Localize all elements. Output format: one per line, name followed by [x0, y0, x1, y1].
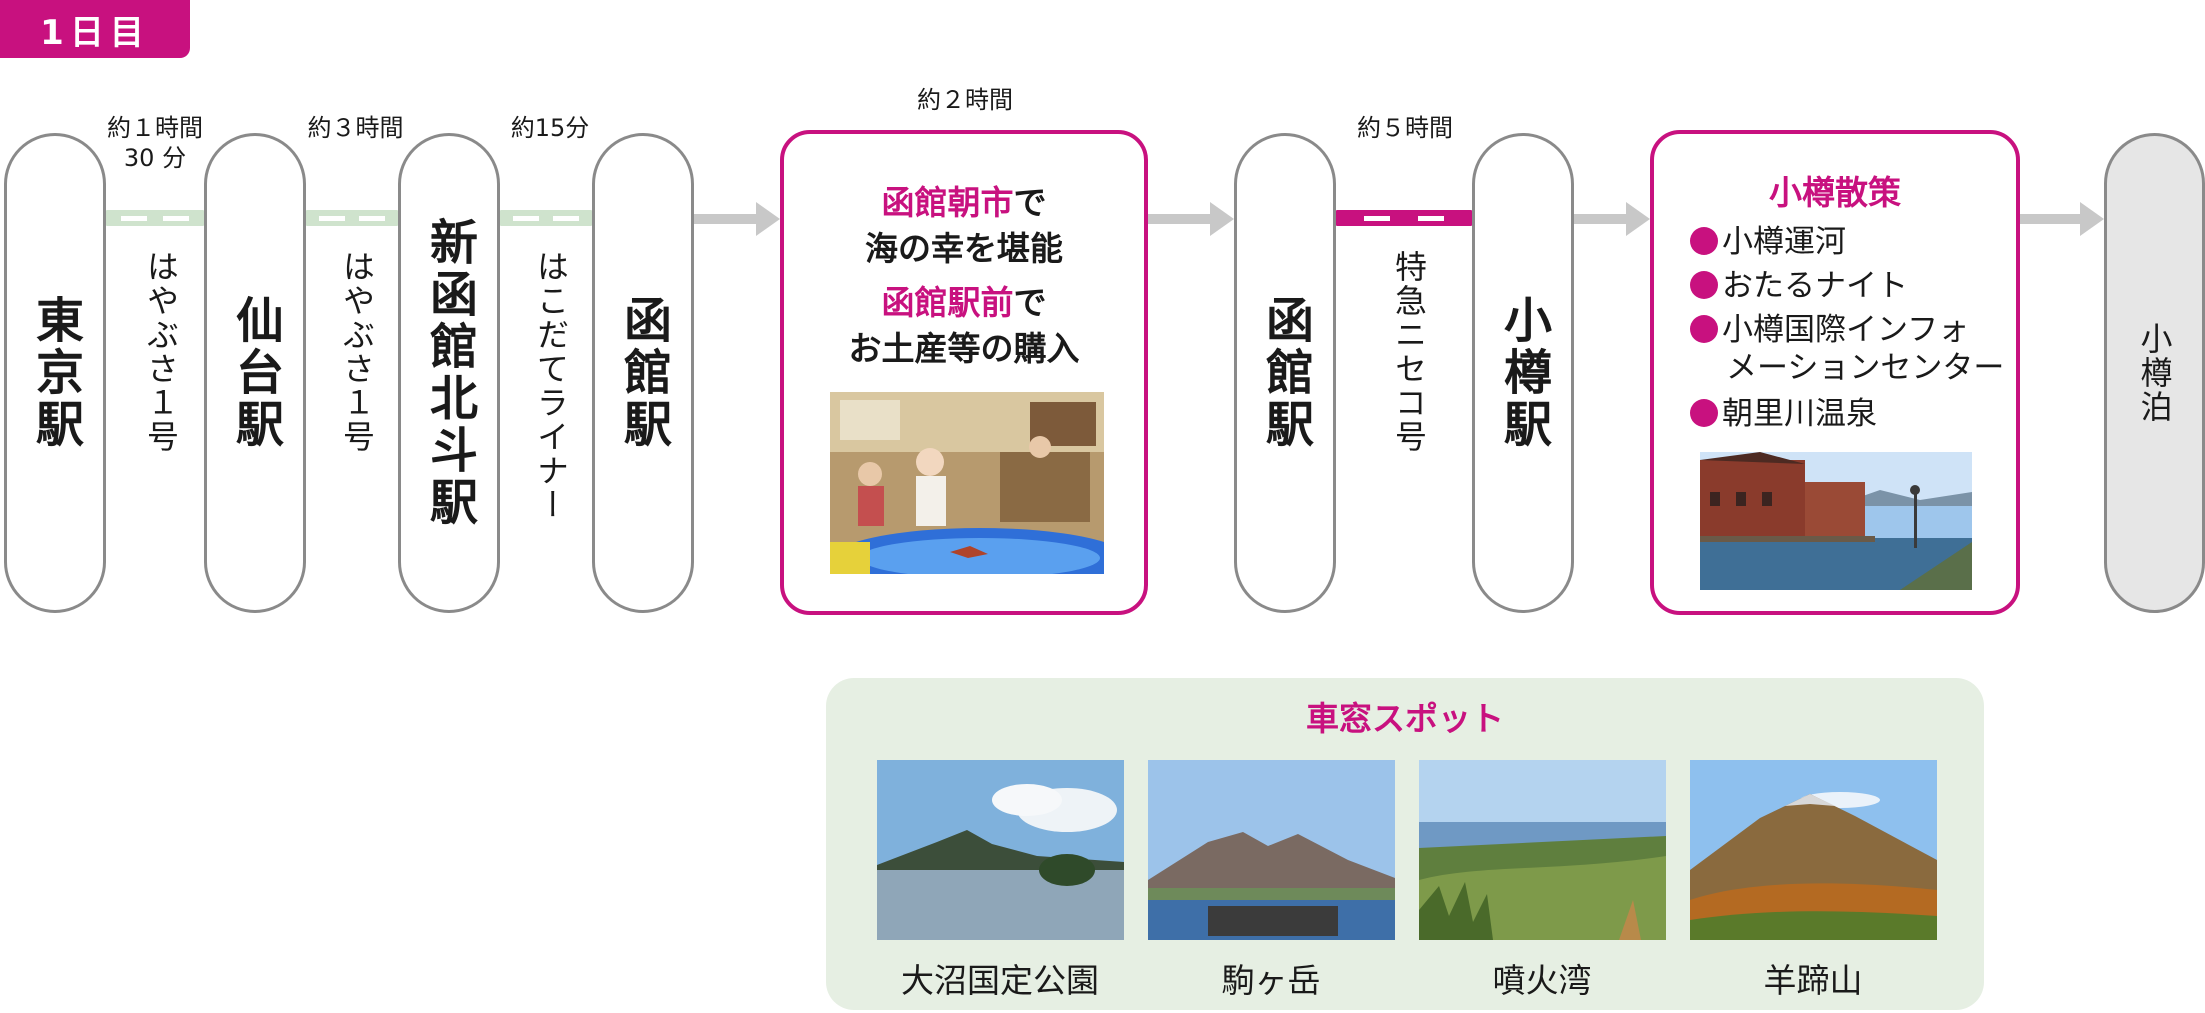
station-otaru-stay: 小樽泊	[2104, 133, 2205, 613]
hakodate-activity-panel: 函館朝市で 海の幸を堪能 函館駅前で お土産等の購入	[780, 130, 1148, 615]
travel-time-3: 約15分	[510, 114, 590, 142]
day-badge: 1日目	[0, 0, 190, 58]
travel-time-5: 約５時間	[1357, 114, 1453, 142]
station-tokyo-label: 東京駅	[27, 295, 83, 451]
hakodate-line-4: お土産等の購入	[848, 329, 1080, 368]
bullet-icon	[1690, 315, 1718, 343]
otaru-item-label: 小樽国際インフォ	[1722, 312, 1970, 348]
spot-caption-komagatake: 駒ヶ岳	[1221, 961, 1321, 1000]
hakodate-line-2: 海の幸を堪能	[865, 229, 1063, 268]
otaru-walk-title: 小樽散策	[1769, 173, 1901, 212]
station-tokyo: 東京駅	[4, 133, 106, 613]
otaru-list-item: 小樽運河	[1690, 222, 1846, 262]
arrow-right-icon	[1574, 202, 1650, 236]
funka-bay-photo-icon	[1419, 760, 1666, 940]
otaru-list-item: 朝里川温泉	[1690, 394, 1877, 434]
bullet-icon	[1690, 271, 1718, 299]
otaru-stay-label: 小樽泊	[2135, 322, 2174, 424]
station-sendai-label: 仙台駅	[227, 295, 283, 451]
station-hakodate-1: 函館駅	[592, 133, 694, 613]
train-hakodate-liner: はこだてライナー	[532, 250, 570, 522]
hakodate-line-3: 函館駅前で	[784, 276, 1144, 324]
station-hakodate-2-label: 函館駅	[1257, 295, 1313, 451]
train-hayabusa-1b: はやぶさ１号	[338, 250, 376, 454]
station-sendai: 仙台駅	[204, 133, 306, 613]
spot-caption-onuma: 大沼国定公園	[901, 961, 1099, 1000]
otaru-list-item: おたるナイト	[1690, 266, 1908, 306]
station-otaru: 小樽駅	[1472, 133, 1574, 613]
window-spots-title: 車窓スポット	[1306, 699, 1504, 738]
arrow-right-icon	[694, 202, 780, 236]
hakodate-line-1: 函館朝市で	[784, 176, 1144, 224]
bullet-icon	[1690, 227, 1718, 255]
track-tokyo-sendai	[106, 210, 204, 226]
spot-caption-funka-bay: 噴火湾	[1492, 961, 1592, 1000]
asaichi-highlight: 函館朝市	[881, 183, 1014, 222]
track-shinhakodate-hakodate	[500, 210, 592, 226]
arrow-right-icon	[1148, 202, 1234, 236]
hakodate-line-3-rest: で	[1013, 283, 1047, 322]
otaru-item-label: 朝里川温泉	[1722, 396, 1877, 432]
station-shin-hakodate-label: 新函館北斗駅	[421, 217, 477, 529]
onuma-park-photo-icon	[877, 760, 1124, 940]
station-otaru-label: 小樽駅	[1495, 295, 1551, 451]
train-niseko: 特急ニセコ号	[1390, 250, 1428, 454]
asaichi-market-photo-icon	[830, 392, 1104, 574]
arrow-right-icon	[2020, 202, 2104, 236]
station-hakodate-1-label: 函館駅	[615, 295, 671, 451]
station-hakodate-2: 函館駅	[1234, 133, 1336, 613]
track-hakodate-otaru	[1336, 210, 1472, 226]
otaru-item-label: 小樽運河	[1722, 224, 1846, 260]
travel-time-2: 約３時間	[307, 114, 404, 142]
track-sendai-shinhakodate	[306, 210, 398, 226]
komagatake-photo-icon	[1148, 760, 1395, 940]
travel-time-1-line1: 約１時間	[107, 114, 203, 142]
travel-time-4: 約２時間	[917, 86, 1013, 114]
otaru-item-label: おたるナイト	[1722, 268, 1908, 304]
bullet-icon	[1690, 399, 1718, 427]
hakodate-line-1-rest: で	[1013, 183, 1047, 222]
travel-time-1-line2: 30 分	[123, 144, 187, 172]
train-hayabusa-1a: はやぶさ１号	[142, 250, 180, 454]
ekimae-highlight: 函館駅前	[881, 283, 1014, 322]
travel-time-1: 約１時間 30 分	[100, 113, 210, 173]
spot-caption-yotei: 羊蹄山	[1763, 961, 1863, 1000]
station-shin-hakodate-hokuto: 新函館北斗駅	[398, 133, 500, 613]
otaru-list-item: 小樽国際インフォ	[1690, 310, 1969, 350]
yotei-mountain-photo-icon	[1690, 760, 1937, 940]
otaru-list-item-continuation: メーションセンター	[1726, 350, 2005, 386]
otaru-canal-photo-icon	[1700, 452, 1972, 590]
otaru-walk-panel: 小樽散策 小樽運河 おたるナイト 小樽国際インフォ メーションセンター 朝里川温…	[1650, 130, 2020, 615]
